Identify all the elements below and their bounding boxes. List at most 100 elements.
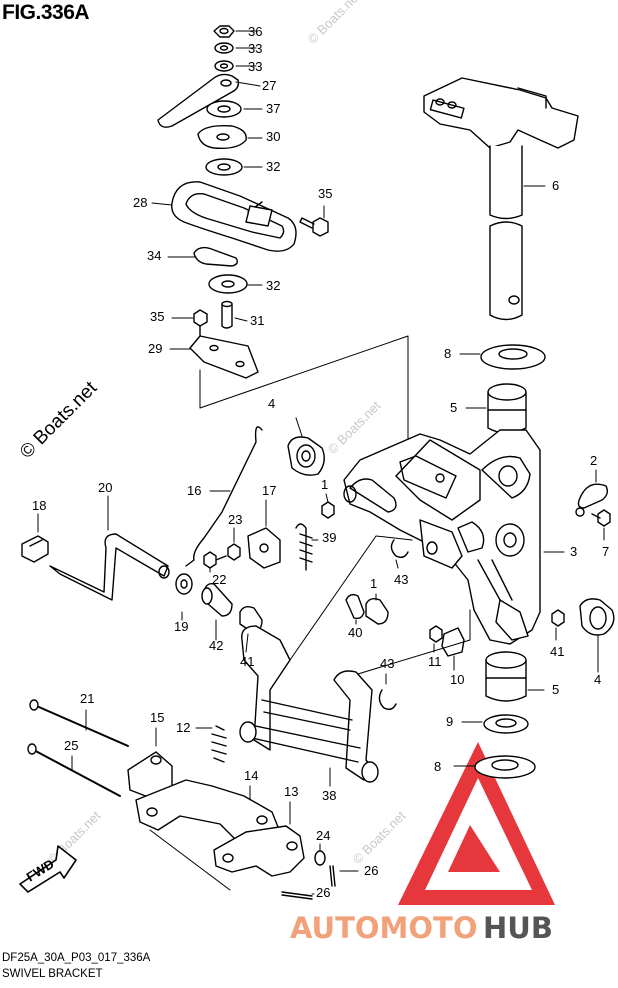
callout-label: 13 [284, 784, 298, 799]
callout-label: 10 [450, 672, 464, 687]
part-32-washer [205, 158, 243, 176]
part-29-plate [189, 335, 259, 379]
part-13-bracket-plate [213, 825, 305, 877]
part-26-cotter-pin [329, 865, 336, 887]
part-17-bracket [247, 527, 281, 569]
fwd-arrow-icon: FWD [19, 845, 77, 893]
part-4-bushing-left [287, 436, 325, 476]
logo-triangle-inner [425, 778, 532, 890]
callout-leader [295, 417, 303, 437]
part-19-bushing [175, 573, 193, 595]
callout-leader [235, 81, 261, 87]
callout-label: 3 [570, 544, 577, 559]
callout-label: 11 [428, 654, 442, 669]
part-9-washer [483, 714, 529, 734]
callout-label: 38 [322, 788, 336, 803]
logo-text-hub: HUB [483, 911, 553, 945]
part-34-clip [193, 246, 239, 267]
part-31-pin [221, 300, 233, 329]
callout-label: 18 [32, 498, 46, 513]
callout-label: 5 [450, 400, 457, 415]
part-5-bushing-lower [485, 651, 527, 702]
part-18-knob [21, 535, 49, 563]
callout-label: 29 [148, 341, 162, 356]
part-1-grease-nipple [321, 501, 335, 519]
callout-label: 17 [262, 483, 276, 498]
group-bracket-lower [289, 535, 413, 661]
part-5-bushing [487, 383, 527, 434]
part-38-tilt-bracket [239, 625, 379, 783]
callout-label: 28 [133, 195, 147, 210]
callout-leader [245, 633, 249, 653]
callout-label: 22 [212, 572, 226, 587]
callout-label: 8 [444, 346, 451, 361]
callout-label: 15 [150, 710, 164, 725]
part-6-steering-shaft [423, 77, 579, 321]
callout-label: 4 [594, 672, 601, 687]
part-22-bolt [203, 551, 227, 569]
callout-label: 26 [364, 863, 378, 878]
part-36-nut [213, 25, 235, 38]
callout-label: 6 [552, 178, 559, 193]
callout-label: 33 [248, 41, 262, 56]
callout-label: 35 [318, 186, 332, 201]
part-28-tilt-handle [171, 181, 297, 252]
callout-label: 16 [187, 483, 201, 498]
callout-label: 34 [147, 248, 161, 263]
logo-triangle-core [448, 825, 500, 872]
callout-label: 1 [370, 576, 377, 591]
part-10-stopper [441, 627, 465, 657]
callout-label: 27 [262, 78, 276, 93]
part-26-cotter-pin-lower [281, 891, 313, 900]
group-bracket-bottom [149, 829, 231, 891]
callout-label: 5 [552, 682, 559, 697]
part-27-lever [157, 73, 240, 128]
part-8-washer-lower [474, 755, 536, 779]
callout-label: 32 [266, 159, 280, 174]
callout-label: 25 [64, 738, 78, 753]
callout-label: 42 [209, 638, 223, 653]
callout-label: 35 [150, 309, 164, 324]
callout-label: 2 [590, 453, 597, 468]
part-25-rod [27, 743, 121, 797]
callout-label: 32 [266, 278, 280, 293]
part-33-washer-2 [214, 60, 234, 72]
part-43-circlip-lower [378, 689, 397, 711]
part-39-spring [295, 523, 313, 571]
part-33-washer [214, 42, 234, 54]
callout-label: 40 [348, 625, 362, 640]
callout-label: 41 [550, 644, 564, 659]
callout-label: 23 [228, 512, 242, 527]
callout-label: 43 [394, 572, 408, 587]
callout-label: 4 [268, 396, 275, 411]
part-3-swivel-bracket [343, 429, 541, 645]
automotohub-logo: AUTOMOTO HUB [290, 742, 555, 945]
callout-label: 36 [248, 24, 262, 39]
part-1-grease-nipple-right [551, 609, 565, 627]
part-21-rod [29, 699, 129, 747]
group-bracket [199, 335, 409, 471]
group-bracket-lower-2 [337, 609, 471, 681]
callout-label: 9 [446, 714, 453, 729]
callout-label: 21 [80, 691, 94, 706]
part-4-bushing-right [579, 598, 615, 636]
logo-text-automoto: AUTOMOTO [290, 911, 477, 945]
callout-leader [234, 317, 248, 322]
callout-label: 20 [98, 480, 112, 495]
figure-title: FIG.336A [2, 1, 90, 24]
diagram-name: SWIVEL BRACKET [2, 968, 103, 980]
part-7-bolt [591, 509, 611, 527]
callout-label: 43 [380, 656, 394, 671]
callout-label: 14 [244, 768, 258, 783]
callout-label: 41 [240, 654, 254, 669]
part-32-washer-lower [208, 274, 248, 294]
callout-label: 39 [322, 530, 336, 545]
callout-label: 1 [321, 477, 328, 492]
part-16-spring-rod [185, 426, 263, 567]
callout-leader [395, 559, 399, 569]
part-42-pin [201, 582, 233, 617]
callout-label: 24 [316, 828, 330, 843]
callout-label: 30 [266, 129, 280, 144]
part-43-circlip [390, 539, 409, 559]
